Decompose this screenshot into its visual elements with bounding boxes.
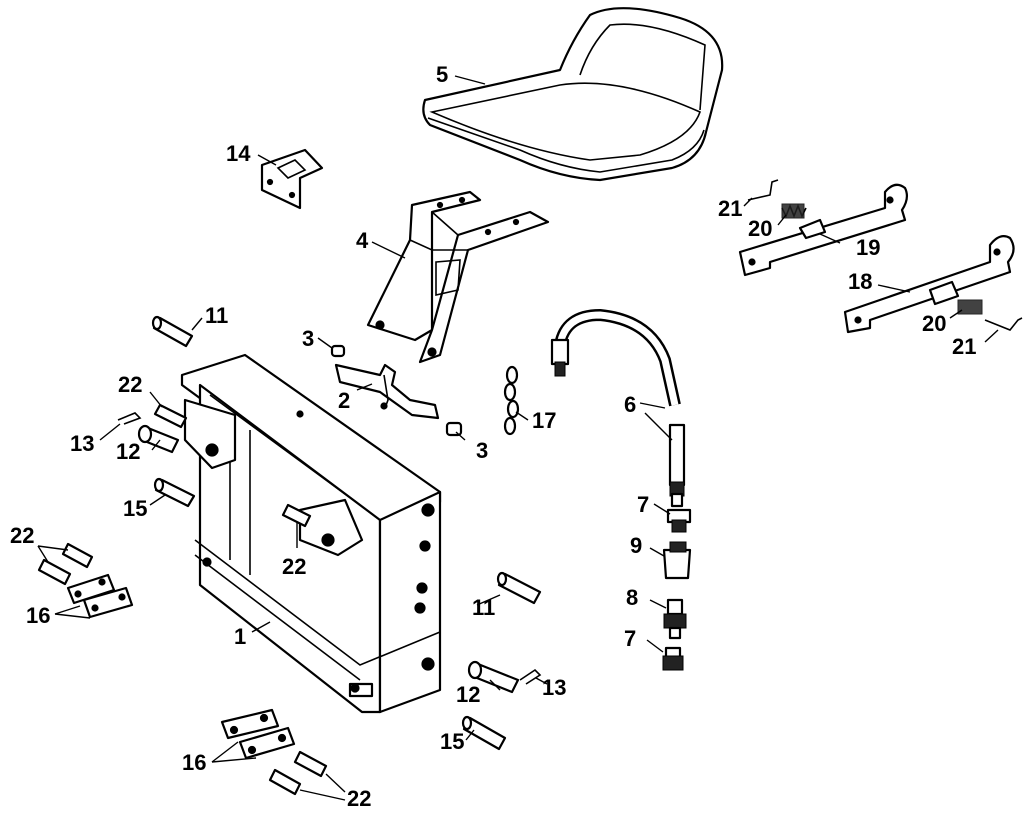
latch-part-2 xyxy=(334,363,440,420)
callout-11a: 11 xyxy=(205,303,228,328)
callout-5: 5 xyxy=(436,62,448,87)
callout-16a: 16 xyxy=(26,603,50,628)
cotter-part-13a xyxy=(117,412,142,425)
callout-12b: 12 xyxy=(456,682,480,707)
callout-labels: 1 2 3 3 4 5 6 7 7 8 9 11 11 12 12 13 13 … xyxy=(10,62,976,811)
pin-part-12a xyxy=(137,424,180,454)
fitting-part-8 xyxy=(663,598,687,640)
pin-part-15b xyxy=(461,715,507,751)
callout-15b: 15 xyxy=(440,729,464,754)
pin-part-22b xyxy=(281,503,312,528)
callout-19: 19 xyxy=(856,235,880,260)
callout-22b: 22 xyxy=(282,554,306,579)
fitting-part-7b xyxy=(662,646,684,671)
callout-1: 1 xyxy=(234,624,246,649)
callout-13a: 13 xyxy=(70,431,94,456)
frame-part-1 xyxy=(180,353,442,714)
seat-part-5 xyxy=(422,7,724,182)
pin-part-22d xyxy=(268,750,328,796)
callout-13b: 13 xyxy=(542,675,566,700)
fitting-part-7a xyxy=(666,508,692,533)
callout-11b: 11 xyxy=(472,595,495,620)
leader-lines xyxy=(37,75,999,801)
pin-part-11a xyxy=(151,315,194,348)
callout-14: 14 xyxy=(226,141,251,166)
hose-part-6 xyxy=(550,308,686,508)
callout-6: 6 xyxy=(624,392,636,417)
bushing-part-3b xyxy=(445,421,463,437)
pin-part-22a xyxy=(153,403,188,429)
callout-21b: 21 xyxy=(952,334,976,359)
lever-part-19 xyxy=(738,183,909,277)
pin-part-15a xyxy=(153,477,196,508)
chain-part-17 xyxy=(503,365,520,436)
lever-part-18 xyxy=(843,235,1015,334)
callout-4: 4 xyxy=(356,228,369,253)
callout-16b: 16 xyxy=(182,750,206,775)
bushing-part-3a xyxy=(330,344,346,358)
callout-21a: 21 xyxy=(718,196,742,221)
callout-15a: 15 xyxy=(123,496,147,521)
callout-12a: 12 xyxy=(116,439,140,464)
callout-7a: 7 xyxy=(637,492,649,517)
spring-part-20b xyxy=(957,299,983,315)
callout-20b: 20 xyxy=(922,311,946,336)
coupler-part-9 xyxy=(662,541,692,580)
callout-22d: 22 xyxy=(347,786,371,811)
pin-part-22c xyxy=(37,542,94,586)
callout-8: 8 xyxy=(626,585,638,610)
link-plate-part-16b xyxy=(220,708,296,760)
callout-7b: 7 xyxy=(624,626,636,651)
pin-part-11b xyxy=(496,571,542,605)
callout-3b: 3 xyxy=(476,438,488,463)
link-plate-part-16a xyxy=(66,573,134,619)
callout-17: 17 xyxy=(532,408,556,433)
callout-3a: 3 xyxy=(302,326,314,351)
callout-18: 18 xyxy=(848,269,872,294)
pin-part-21b xyxy=(984,317,1023,331)
cotter-part-13b xyxy=(519,668,542,685)
pin-part-21a xyxy=(747,179,779,201)
pin-part-12b xyxy=(467,660,520,694)
callout-22a: 22 xyxy=(118,372,142,397)
callout-2: 2 xyxy=(338,388,350,413)
seat-support-part-4 xyxy=(366,190,550,364)
callout-20a: 20 xyxy=(748,216,772,241)
callout-22c: 22 xyxy=(10,523,34,548)
callout-9: 9 xyxy=(630,533,642,558)
bracket-part-14 xyxy=(260,148,324,210)
